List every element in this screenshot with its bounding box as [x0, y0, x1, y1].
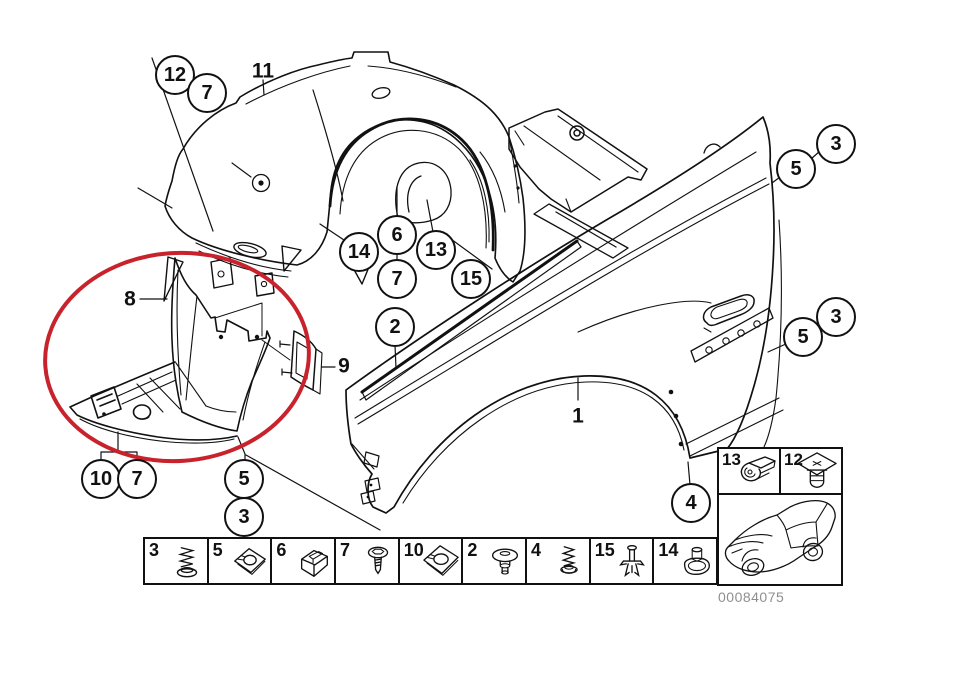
legend-number: 14	[658, 540, 679, 560]
callout-label: 3	[830, 306, 842, 328]
callout-4[interactable]: 4	[671, 483, 711, 523]
callout-10[interactable]: 10	[81, 459, 121, 499]
callout-5b[interactable]: 5	[776, 149, 816, 189]
callout-label: 2	[389, 316, 401, 338]
red-highlight-ellipse	[43, 250, 311, 464]
callout-5c[interactable]: 5	[783, 317, 823, 357]
callout-label: 13	[424, 239, 448, 261]
push-pin-rivet-icon	[492, 548, 519, 575]
speed-nut-plate-icon	[423, 545, 460, 576]
callout-label: 14	[347, 241, 371, 263]
callout-6[interactable]: 6	[377, 215, 417, 255]
callout-3b[interactable]: 3	[816, 124, 856, 164]
callout-11[interactable]: 11	[252, 61, 274, 82]
callout-label: 7	[131, 468, 143, 490]
legend-cell-7: 7	[334, 539, 398, 583]
reference-cell-13: 13	[719, 449, 781, 493]
legend-cell-4: 4	[525, 539, 589, 583]
legend-number: 15	[594, 540, 615, 560]
sill-strip-drawing	[360, 239, 582, 401]
callout-label: 10	[89, 468, 113, 490]
legend-number: 5	[212, 540, 223, 560]
callout-label: 3	[238, 506, 250, 528]
callout-label: 8	[124, 287, 136, 311]
expansion-rivet-icon	[619, 544, 646, 577]
callout-label: 6	[391, 224, 403, 246]
legend-number: 4	[531, 540, 542, 560]
callout-label: 3	[830, 133, 842, 155]
reference-cell-12: 12	[781, 449, 841, 493]
callout-2[interactable]: 2	[375, 307, 415, 347]
legend-cell-10: 10	[397, 539, 462, 583]
callout-9[interactable]: 9	[338, 356, 350, 377]
expanding-nut-icon	[797, 452, 837, 488]
legend-number: 7	[340, 540, 351, 560]
lower-cover-drawing	[69, 257, 271, 444]
legend-cell-15: 15	[588, 539, 653, 583]
callout-3c[interactable]: 3	[816, 297, 856, 337]
callout-7c[interactable]: 7	[117, 459, 157, 499]
tapping-screw-icon	[559, 546, 578, 574]
legend-number: 6	[276, 540, 287, 560]
legend-cell-5: 5	[206, 539, 271, 583]
legend-number: 2	[467, 540, 478, 560]
callout-label: 15	[459, 268, 483, 290]
reference-box: 13 12	[717, 447, 843, 586]
callout-label: 1	[572, 404, 584, 428]
legend-number: 10	[403, 540, 424, 560]
callout-3a[interactable]: 3	[224, 497, 264, 537]
callout-label: 4	[685, 492, 697, 514]
callout-1[interactable]: 1	[572, 406, 584, 427]
spring-clip-icon	[740, 456, 776, 482]
wheel-arch-liner-drawing	[163, 51, 526, 302]
legend-cell-3: 3	[145, 539, 207, 583]
fender-drawing	[345, 116, 784, 514]
callout-15[interactable]: 15	[451, 259, 491, 299]
callout-7b[interactable]: 7	[377, 259, 417, 299]
drawing-number: 00084075	[718, 589, 785, 605]
speed-nut-clip-icon	[234, 548, 267, 575]
callout-label: 7	[201, 82, 213, 104]
callout-label: 5	[238, 468, 250, 490]
callout-label: 12	[163, 64, 187, 86]
bracket-plate-drawing	[214, 302, 323, 395]
washer-head-screw-icon	[367, 546, 388, 575]
cage-nut-clip-icon	[301, 549, 328, 577]
reference-clip-row: 13 12	[719, 449, 841, 495]
vehicle-thumbnail-area	[719, 495, 841, 584]
callout-7a[interactable]: 7	[187, 73, 227, 113]
callout-8[interactable]: 8	[124, 289, 136, 310]
callout-label: 11	[251, 59, 275, 83]
grommet-nut-icon	[683, 546, 711, 576]
fastener-legend-table: 3 5 6 7	[143, 537, 718, 585]
callout-13[interactable]: 13	[416, 230, 456, 270]
coil-screw-flange-icon	[176, 547, 197, 578]
underbody-panel-drawing	[508, 108, 648, 259]
legend-cell-14: 14	[652, 539, 716, 583]
legend-number: 3	[149, 540, 160, 560]
legend-cell-6: 6	[270, 539, 334, 583]
callout-14[interactable]: 14	[339, 232, 379, 272]
reference-number: 13	[722, 450, 741, 469]
callout-label: 7	[391, 268, 403, 290]
callout-label: 5	[790, 158, 802, 180]
callout-label: 5	[797, 326, 809, 348]
legend-cell-2: 2	[461, 539, 525, 583]
callout-5a[interactable]: 5	[224, 459, 264, 499]
bmw-coupe-thumbnail-icon	[724, 500, 836, 576]
callout-label: 9	[338, 354, 350, 378]
